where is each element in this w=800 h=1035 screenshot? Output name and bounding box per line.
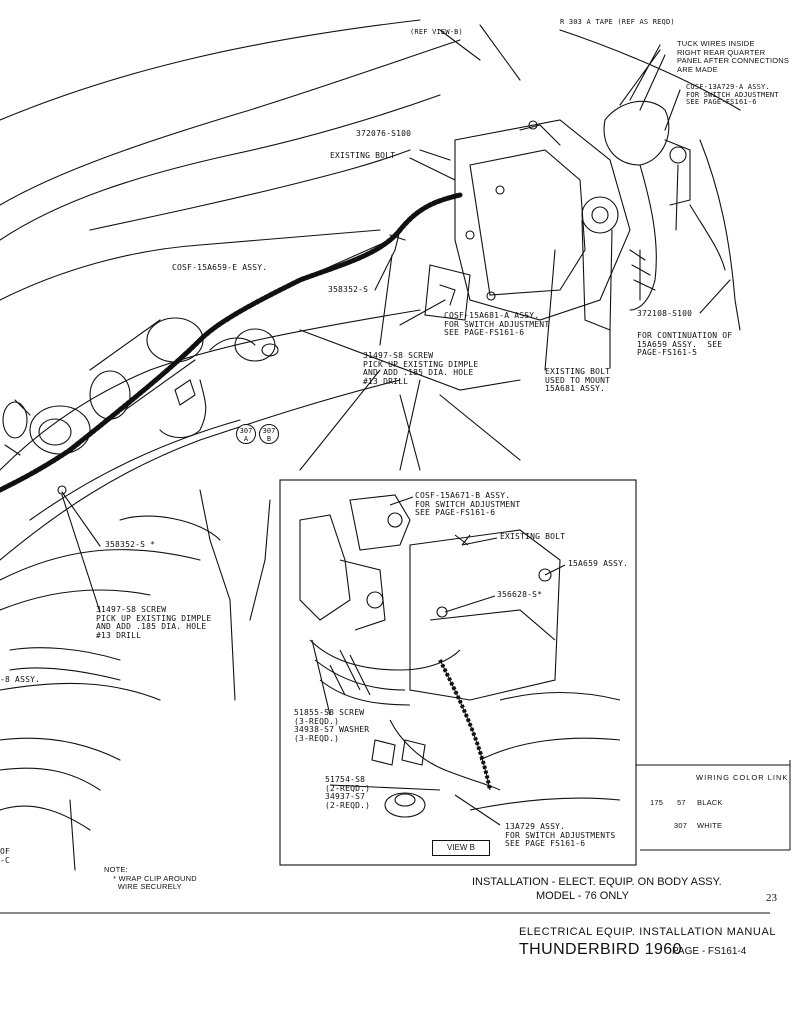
- switch-bracket: [454, 119, 631, 321]
- wiring-row-2-color: WHITE: [697, 821, 723, 830]
- label-372076: 372076-S100: [356, 129, 412, 138]
- cylinder-component-2: [29, 405, 91, 455]
- view-b-frame: [279, 479, 637, 866]
- label-screw-31497-top: 31497-S8 SCREW PICK UP EXISTING DIMPLE A…: [363, 351, 479, 386]
- body-outline-upper: [0, 19, 421, 121]
- wiring-row-1-color: BLACK: [697, 798, 723, 807]
- label-continuation: FOR CONTINUATION OF 15A659 ASSY. SEE PAG…: [637, 331, 733, 358]
- page-number: PAGE - FS161-4: [672, 946, 747, 957]
- label-left-fragment: OF -C: [0, 847, 11, 865]
- body-outline-inner: [89, 149, 411, 231]
- viewb-13a729: 13A729 ASSY. FOR SWITCH ADJUSTMENTS SEE …: [505, 822, 616, 849]
- circuit-307a-callout: 307 A: [236, 424, 256, 444]
- label-cosf-13a729: COSF-13A729-A ASSY. FOR SWITCH ADJUSTMEN…: [686, 83, 779, 107]
- label-assy-fragment: -8 ASSY.: [0, 675, 41, 684]
- viewb-15a659: 15A659 ASSY.: [568, 559, 629, 568]
- note-wrap-clip: NOTE: * WRAP CLIP AROUND WIRE SECURELY: [104, 865, 197, 892]
- viewb-cosf-15a671: COSF-15A671-B ASSY. FOR SWITCH ADJUSTMEN…: [415, 491, 521, 518]
- circuit-307b-callout: 307 B: [259, 424, 279, 444]
- view-b-caption: VIEW B: [432, 840, 490, 856]
- body-outline-deck: [0, 39, 461, 206]
- manual-title: ELECTRICAL EQUIP. INSTALLATION MANUAL: [519, 926, 777, 938]
- installation-title: INSTALLATION - ELECT. EQUIP. ON BODY ASS…: [472, 876, 722, 888]
- label-existing-bolt-mount: EXISTING BOLT USED TO MOUNT 15A681 ASSY.: [545, 367, 611, 394]
- viewb-part-51754: 51754-S8 (2-REQD.) 34937-S7 (2-REQD.): [325, 775, 371, 810]
- wiring-color-title: WIRING COLOR LINK: [696, 773, 789, 782]
- model-line: MODEL - 76 ONLY: [536, 890, 629, 902]
- car-model-title: THUNDERBIRD 1960: [519, 941, 682, 958]
- cylinder-component-1: [146, 317, 204, 363]
- body-outline-rail: [0, 229, 381, 301]
- label-tuck-wires: TUCK WIRES INSIDE RIGHT REAR QUARTER PAN…: [677, 39, 790, 74]
- viewb-356628: 356628-S*: [497, 590, 543, 599]
- viewb-screw-51855: 51855-S8 SCREW (3-REQD.) 34938-S7 WASHER…: [294, 708, 370, 743]
- wiring-row-1-circuit: 175: [650, 798, 664, 807]
- label-cosf-15a681: COSF-15A681-A ASSY. FOR SWITCH ADJUSTMEN…: [444, 311, 550, 338]
- label-existing-bolt-top: EXISTING BOLT: [330, 151, 396, 160]
- top-right-tag: R 303 A TAPE (REF AS REQD): [560, 18, 675, 26]
- wiring-row-1-gauge: 57: [677, 798, 686, 807]
- wiring-row-2-circuit: 307: [674, 821, 688, 830]
- top-left-tag: (REF VIEW-B): [410, 28, 463, 36]
- body-outline-ledge: [0, 94, 441, 241]
- label-358352-left: 358352-S *: [105, 540, 156, 549]
- label-cosf-15a659: COSF-15A659-E ASSY.: [172, 263, 268, 272]
- label-372108: 372108-S100: [637, 309, 693, 318]
- figure-number: 23: [766, 892, 777, 904]
- label-screw-31497-left: 31497-S8 SCREW PICK UP EXISTING DIMPLE A…: [96, 605, 212, 640]
- viewb-existing-bolt: EXISTING BOLT: [500, 532, 566, 541]
- label-358352-top: 358352-S: [328, 285, 369, 294]
